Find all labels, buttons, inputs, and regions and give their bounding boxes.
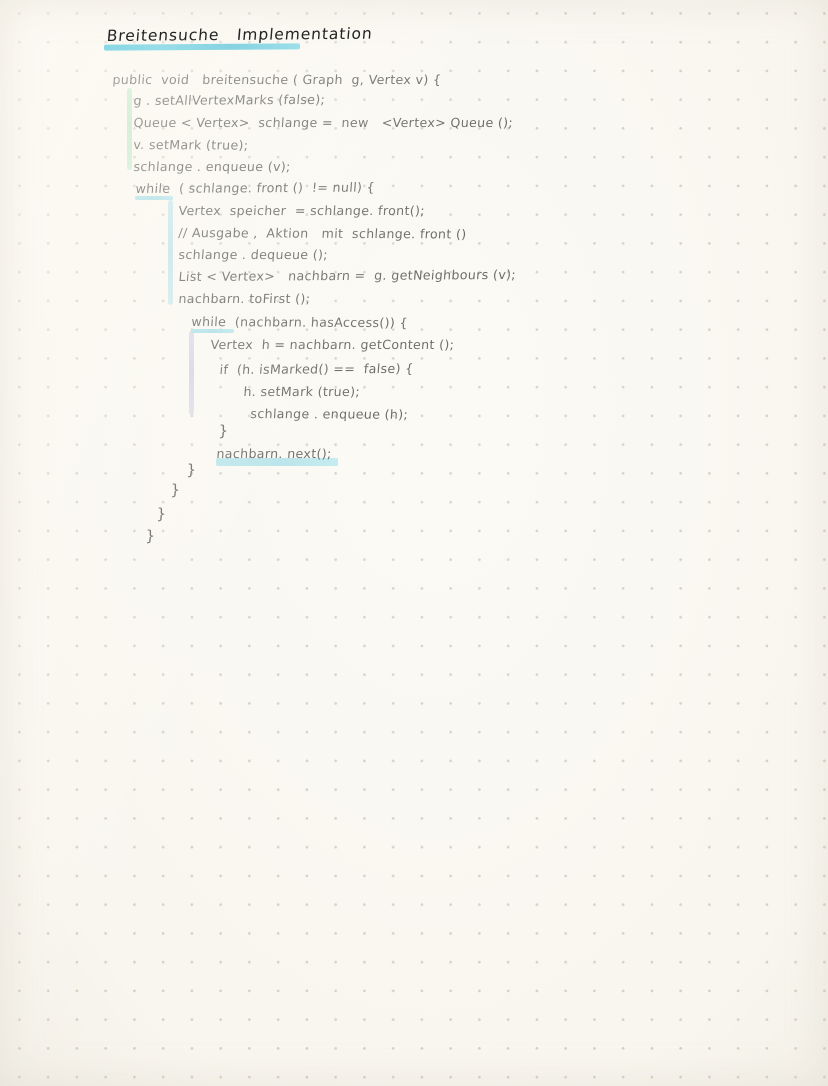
while-keyword-underline-inner	[191, 329, 234, 333]
code-line: nachbarn. next();	[216, 446, 333, 461]
code-line: schlange . dequeue ();	[178, 247, 329, 262]
while-block-marker-bar	[168, 200, 173, 305]
closing-brace: }	[170, 480, 181, 499]
code-line: List < Vertex> nachbarn = g. getNeighbou…	[178, 266, 517, 284]
code-line: public void breitensuche ( Graph g, Vert…	[112, 72, 442, 87]
inner-while-block-marker-bar	[189, 331, 194, 415]
code-line: while (nachbarn. hasAccess()) {	[191, 314, 409, 331]
code-line: g . setAllVertexMarks (false);	[133, 91, 326, 108]
code-line: // Ausgabe , Aktion mit schlange. front …	[178, 225, 468, 242]
while-keyword-underline-outer	[135, 196, 173, 200]
closing-brace: }	[186, 460, 197, 479]
code-line: if (h. isMarked() == false) {	[219, 360, 415, 377]
code-line: while ( schlange. front () != null) {	[135, 179, 376, 196]
page-title-text: Breitensuche Implementation	[106, 24, 374, 45]
code-line: v. setMark (true);	[133, 137, 249, 153]
page-title: Breitensuche Implementation	[106, 24, 374, 45]
code-line: h. setMark (true);	[243, 384, 361, 399]
code-line: Queue < Vertex> schlange = new <Vertex> …	[133, 115, 514, 130]
closing-brace: }	[218, 421, 229, 440]
closing-brace: }	[145, 526, 156, 545]
closing-brace: }	[156, 504, 167, 523]
code-line: schlange . enqueue (h);	[250, 406, 409, 422]
code-line: schlange . enqueue (v);	[133, 159, 292, 174]
outer-block-marker-bar	[127, 88, 132, 170]
code-line: Vertex h = nachbarn. getContent ();	[210, 337, 455, 352]
code-line: nachbarn. toFirst ();	[178, 291, 311, 306]
code-line: Vertex speicher = schlange. front();	[178, 203, 426, 218]
